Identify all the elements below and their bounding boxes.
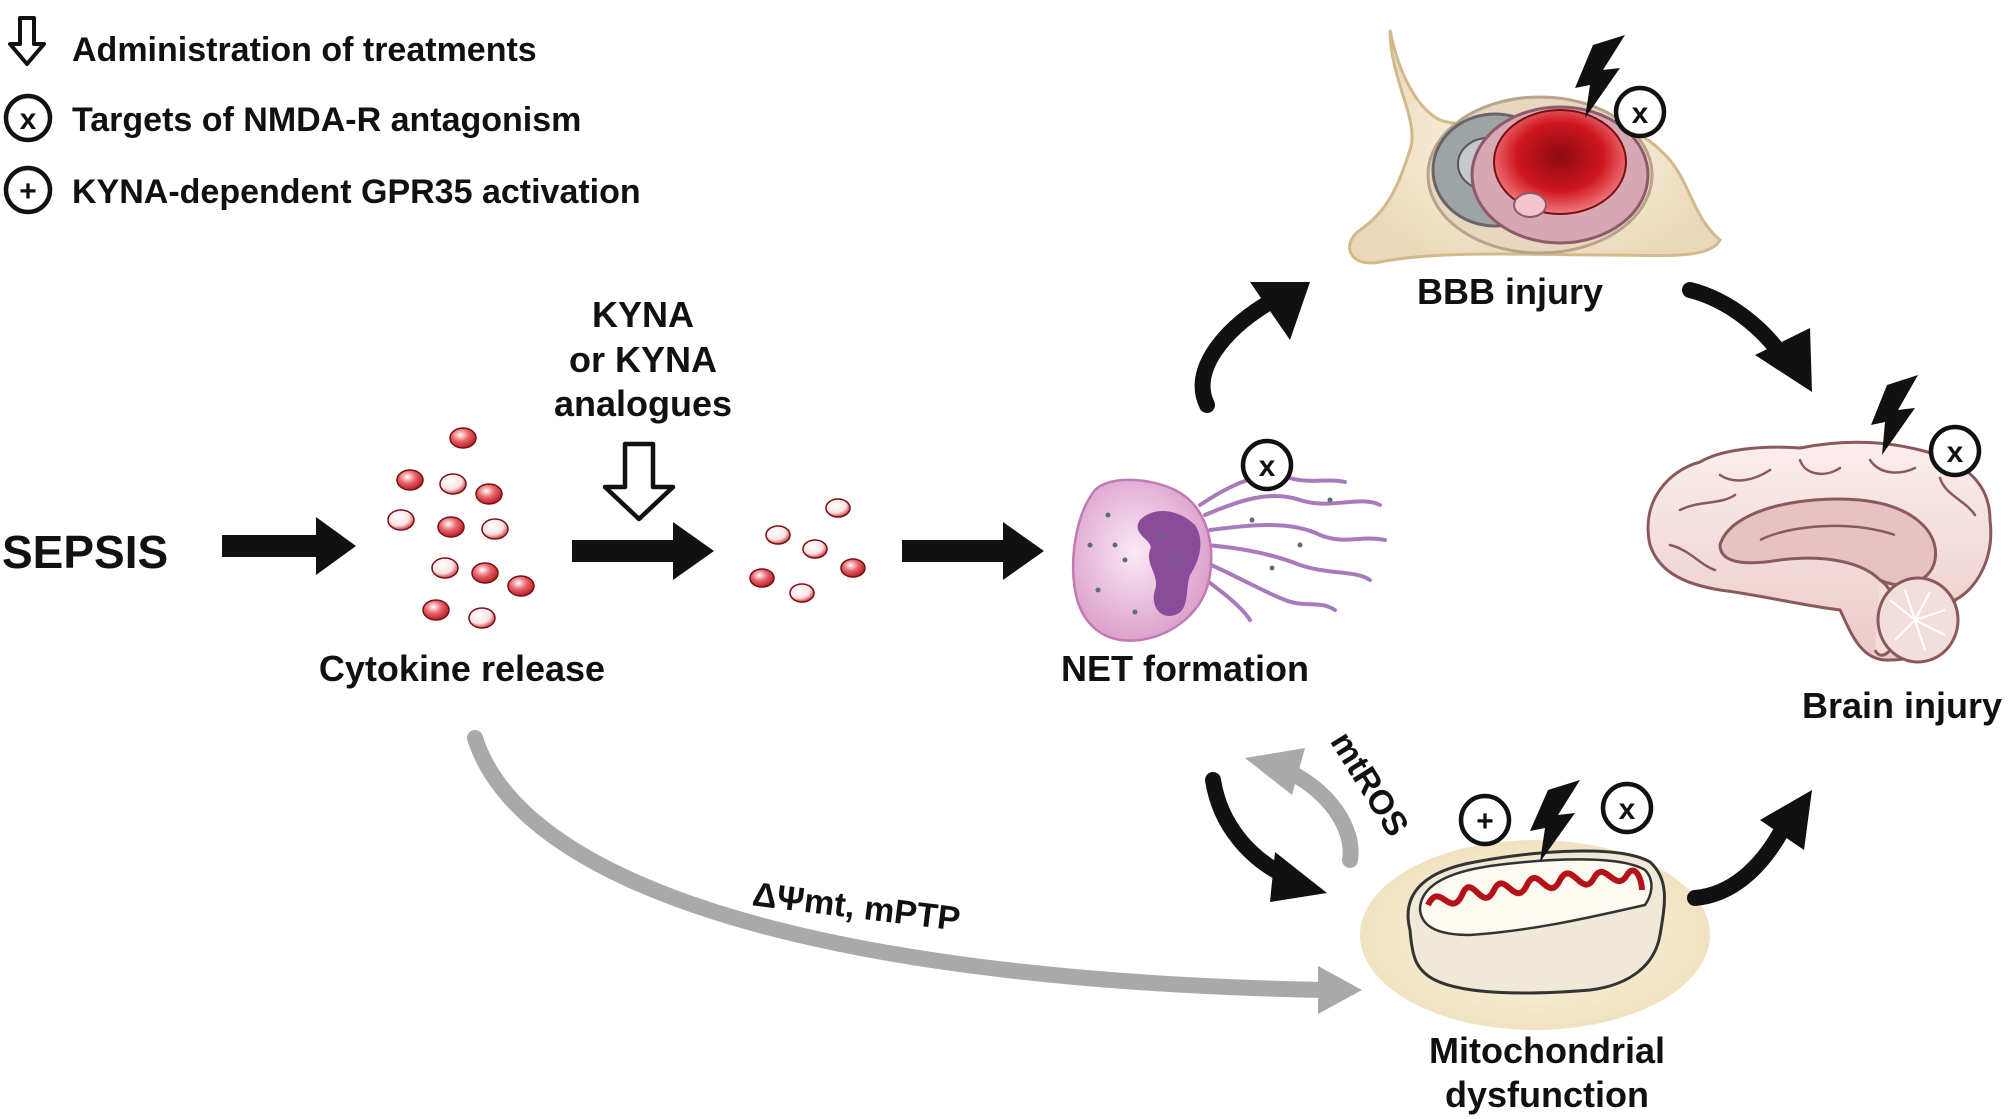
net-x-symbol: x [1259, 450, 1276, 483]
arrow-net-to-bbb [1194, 282, 1310, 413]
arrow-sepsis-to-cytokine [222, 517, 356, 575]
treatment-open-arrow-icon [602, 441, 676, 522]
treatment-label-line2: or KYNA [569, 339, 717, 380]
arrow-mito-to-brain [1687, 790, 1812, 906]
legend-plus-circle-icon: + [3, 165, 53, 215]
legend-nmda: Targets of NMDA-R antagonism [72, 101, 581, 139]
mito-x-circle-icon: x [1600, 781, 1654, 835]
bbb-label: BBB injury [1417, 271, 1603, 312]
brain-x-circle-icon: x [1928, 424, 1982, 478]
mito-label-line1: Mitochondrial [1429, 1030, 1665, 1071]
legend-open-arrow-icon [8, 16, 46, 66]
mito-x-symbol: x [1619, 793, 1636, 826]
legend-x-symbol: x [20, 103, 37, 136]
sepsis-label: SEPSIS [2, 526, 168, 578]
arrow-mito-to-net-mtros [1245, 748, 1359, 868]
arrow-cytokine-to-reduced [572, 522, 714, 580]
mito-lightning-icon [1530, 780, 1580, 862]
legend-plus-symbol: + [19, 175, 37, 208]
treatment-label-line3: analogues [554, 383, 732, 424]
brain-icon [1646, 375, 1993, 664]
bbb-x-symbol: x [1632, 97, 1649, 130]
legend-gpr35: KYNA-dependent GPR35 activation [72, 173, 641, 211]
arrow-net-to-mito [1205, 772, 1327, 902]
legend-administration: Administration of treatments [72, 31, 537, 69]
treatment-label-line1: KYNA [592, 294, 694, 335]
legend: Administration of treatments x Targets o… [3, 16, 641, 215]
cytokine-label: Cytokine release [319, 648, 605, 689]
arrow-bbb-to-brain [1682, 282, 1812, 392]
arrow-to-net [902, 522, 1044, 580]
treatment-label: KYNA or KYNA analogues [554, 294, 732, 424]
reduced-cytokine-cluster-icon [749, 498, 866, 603]
mito-label-line2: dysfunction [1445, 1074, 1649, 1115]
mito-plus-circle-icon: + [1458, 793, 1512, 847]
neutrophil-net-icon [1071, 473, 1387, 642]
legend-x-circle-icon: x [3, 93, 53, 143]
brain-label: Brain injury [1802, 685, 2002, 726]
arrow-cytokine-to-mito [467, 730, 1362, 1014]
brain-x-symbol: x [1947, 436, 1964, 469]
bbb-x-circle-icon: x [1613, 85, 1667, 139]
net-label: NET formation [1061, 648, 1309, 689]
bbb-vessel-icon [1348, 29, 1722, 265]
mito-plus-symbol: + [1476, 805, 1494, 838]
cytokine-cluster-icon [387, 427, 535, 629]
net-x-circle-icon: x [1240, 438, 1294, 492]
mito-label: Mitochondrial dysfunction [1429, 1030, 1665, 1115]
mitochondrion-icon [1360, 840, 1710, 1030]
